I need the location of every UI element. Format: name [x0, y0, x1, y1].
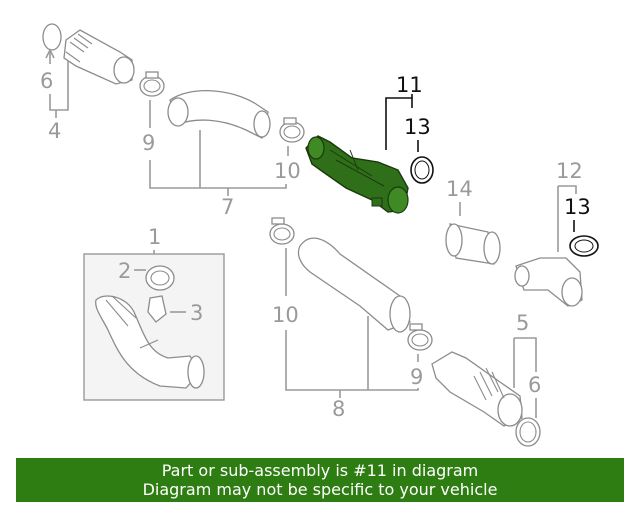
hose-clamp-part-10-lower: [269, 217, 295, 245]
seal-ring-part-6-upper: [42, 23, 62, 51]
charge-air-pipe-part-11: [305, 135, 409, 214]
callout-6-upper: 6: [40, 69, 53, 93]
callout-2: 2: [118, 259, 131, 283]
sleeve-part-14: [445, 223, 501, 265]
o-ring-part-13-upper: [410, 156, 434, 184]
callout-9-lower: 9: [410, 365, 423, 389]
callout-13-upper: 13: [404, 115, 431, 139]
callout-10-upper: 10: [274, 159, 301, 183]
callout-10-lower: 10: [272, 303, 299, 327]
callout-7: 7: [221, 195, 234, 219]
callout-4: 4: [48, 119, 61, 143]
sensor-part-3: [147, 295, 167, 323]
callout-8: 8: [332, 397, 345, 421]
seal-ring-part-2: [145, 265, 175, 291]
connector-part-12: [514, 257, 583, 307]
o-ring-part-13-lower: [569, 235, 599, 257]
callout-6-lower: 6: [528, 373, 541, 397]
hose-clamp-part-9-lower: [407, 323, 433, 351]
intake-hose-part-7: [167, 90, 271, 139]
intake-hose-part-8: [297, 237, 411, 333]
notice-banner: Part or sub-assembly is #11 in diagram D…: [16, 458, 624, 502]
callout-1: 1: [148, 225, 161, 249]
banner-line-1: Part or sub-assembly is #11 in diagram: [161, 461, 479, 480]
callout-3: 3: [190, 301, 203, 325]
callout-12: 12: [556, 159, 583, 183]
callout-14: 14: [446, 177, 473, 201]
pipe-assembly-part-1: [95, 295, 205, 389]
callout-11: 11: [396, 73, 423, 97]
turbo-elbow-part-5: [431, 351, 523, 427]
callout-9-upper: 9: [142, 131, 155, 155]
turbo-elbow-part-4: [63, 29, 135, 85]
callout-5: 5: [516, 311, 529, 335]
hose-clamp-part-10-upper: [279, 117, 305, 143]
callout-13-lower: 13: [564, 195, 591, 219]
hose-clamp-part-9-upper: [139, 71, 165, 97]
banner-line-2: Diagram may not be specific to your vehi…: [142, 480, 498, 499]
